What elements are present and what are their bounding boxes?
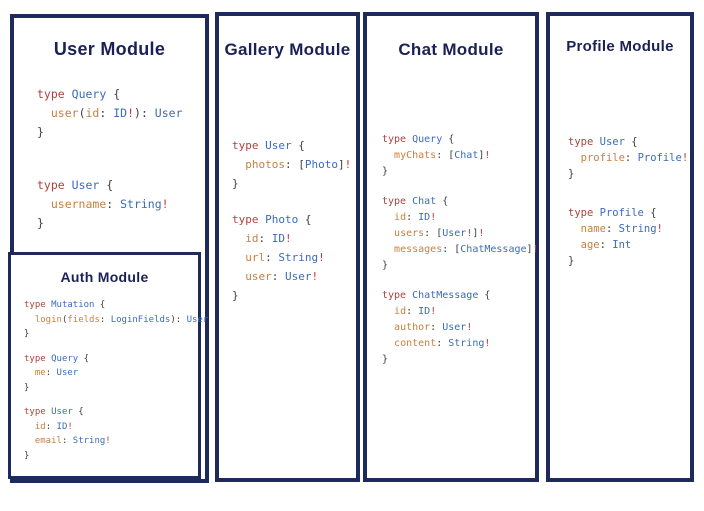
- module-user-title: User Module: [53, 39, 166, 59]
- module-auth-code: type Mutation { login(fields: LoginField…: [24, 300, 209, 461]
- module-profile-title: Profile Module: [566, 38, 674, 55]
- module-user-code: type Query { user(id: ID!): User}type Us…: [37, 87, 183, 230]
- module-chat-code: type Query { myChats: [Chat]!}type Chat …: [382, 134, 539, 365]
- module-auth-title: Auth Module: [60, 269, 149, 285]
- module-gallery-box: Gallery Module type User { photos: [Phot…: [215, 12, 360, 482]
- module-chat-box: Chat Module type Query { myChats: [Chat]…: [363, 12, 539, 482]
- module-chat-title: Chat Module: [398, 40, 504, 59]
- module-gallery-title: Gallery Module: [224, 40, 351, 59]
- module-profile-box: Profile Module type User { profile: Prof…: [546, 12, 694, 482]
- module-profile-code: type User { profile: Profile!}type Profi…: [568, 136, 689, 267]
- module-gallery-code: type User { photos: [Photo]!}type Photo …: [232, 139, 352, 302]
- module-auth-box: Auth Module type Mutation { login(fields…: [8, 252, 208, 479]
